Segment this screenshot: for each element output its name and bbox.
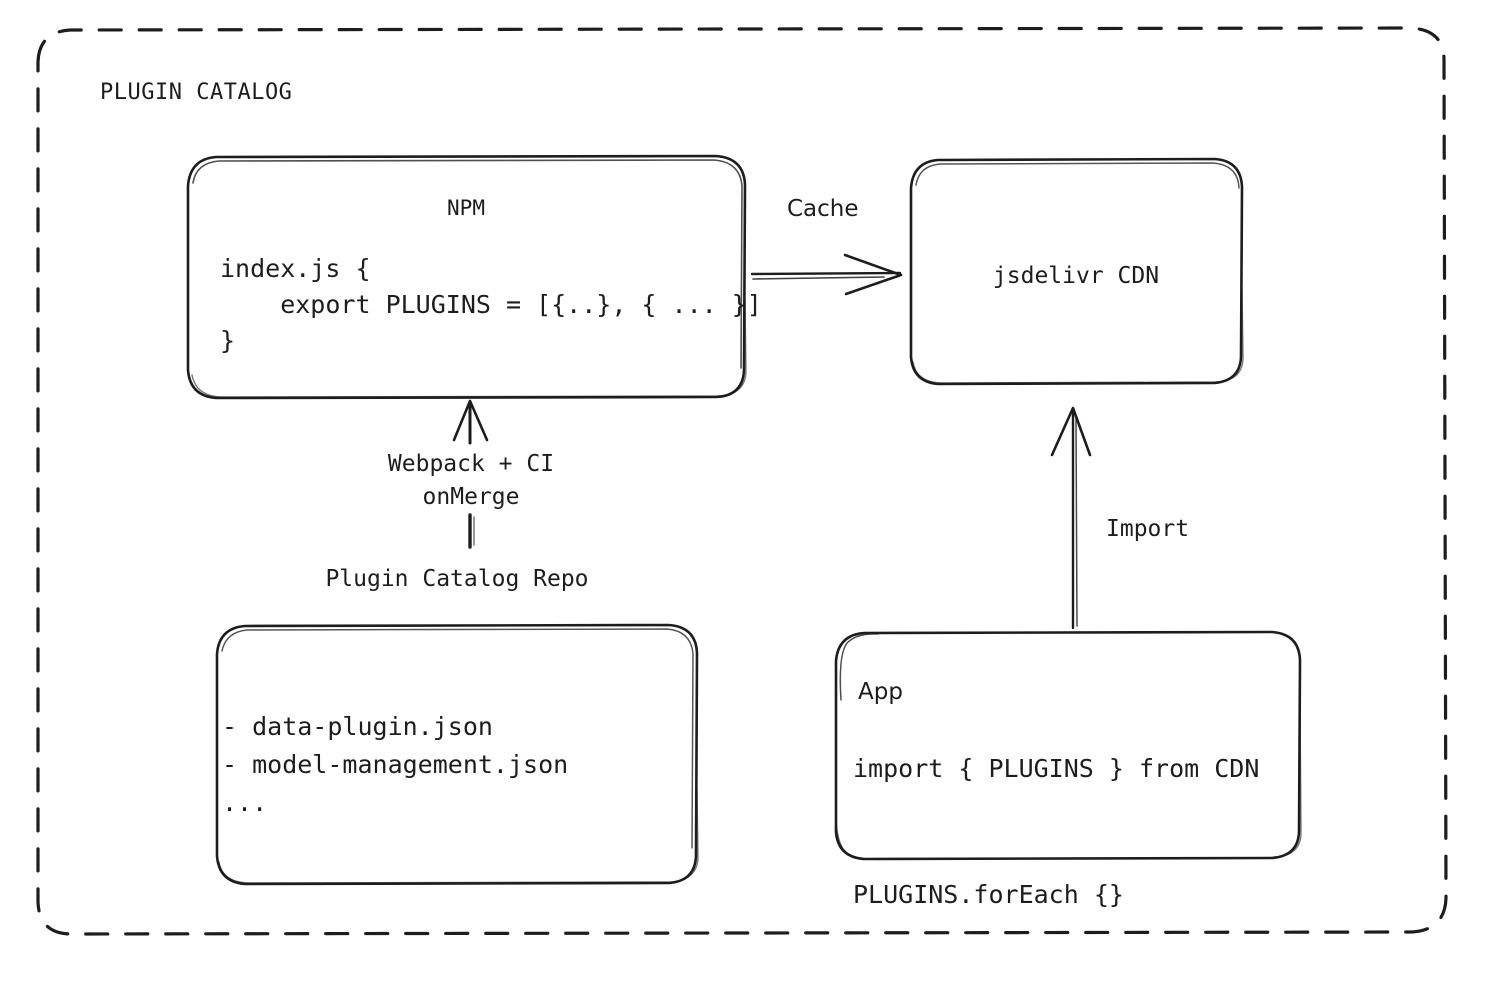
- edge-label-import: Import: [1106, 516, 1190, 542]
- repo-node-file-list: - data-plugin.json - model-management.js…: [222, 712, 569, 817]
- npm-node-title: NPM: [447, 196, 485, 220]
- edge-label-webpack-ci-onmerge: Webpack + CI onMerge: [387, 451, 555, 510]
- edge-app-to-cdn: [1050, 406, 1092, 630]
- cdn-node-outline: [909, 157, 1244, 386]
- app-node-title: App: [858, 679, 903, 705]
- npm-node-code: index.js { export PLUGINS = [{..}, { ...…: [220, 254, 762, 355]
- npm-node-outline: [186, 154, 747, 400]
- edge-label-cache: Cache: [787, 196, 859, 222]
- group-title: PLUGIN CATALOG: [100, 80, 293, 105]
- repo-node-outline: [215, 623, 699, 886]
- edge-npm-to-cdn: [750, 253, 903, 296]
- cdn-node-title: jsdelivr CDN: [992, 263, 1160, 289]
- plugin-catalog-group-border: [36, 26, 1448, 936]
- edge-repo-to-npm: [452, 399, 489, 549]
- repo-node-caption: Plugin Catalog Repo: [325, 566, 589, 592]
- app-node-code: import { PLUGINS } from CDN PLUGINS.forE…: [853, 754, 1260, 909]
- app-node-outline: [834, 630, 1302, 861]
